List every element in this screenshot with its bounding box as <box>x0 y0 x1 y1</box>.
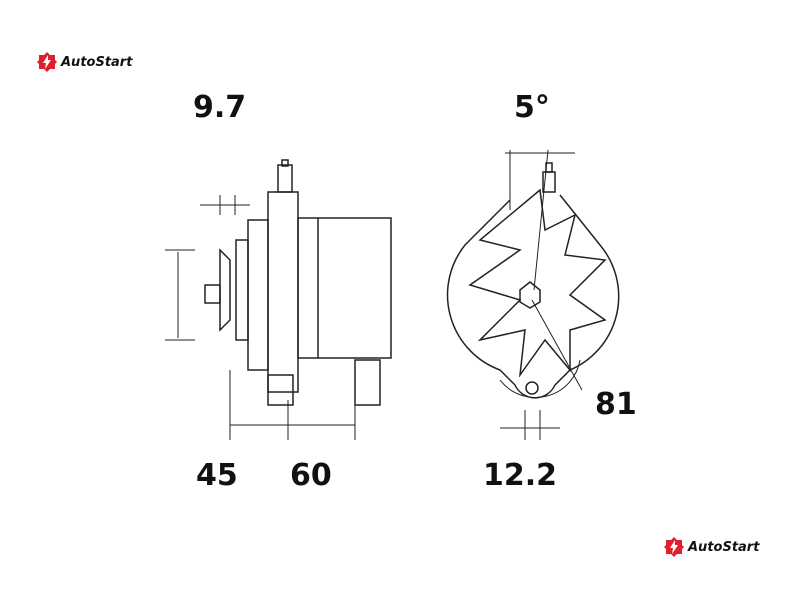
brand-name: AutoStart <box>688 539 760 555</box>
brand-name: AutoStart <box>61 54 133 70</box>
dim-bottom-left-1: 45 <box>196 458 238 493</box>
side-view <box>165 159 392 440</box>
logo-icon <box>37 52 57 72</box>
front-view <box>446 149 620 440</box>
logo-icon <box>664 537 684 557</box>
dim-top-right: 5° <box>514 90 550 125</box>
dim-top-left: 9.7 <box>193 90 247 125</box>
brand-logo: AutoStart <box>37 52 132 72</box>
dim-right: 81 <box>595 387 637 422</box>
dim-bottom-left-2: 60 <box>290 458 332 493</box>
brand-logo-bottom: AutoStart <box>664 537 759 557</box>
dim-bottom-right: 12.2 <box>483 458 558 493</box>
